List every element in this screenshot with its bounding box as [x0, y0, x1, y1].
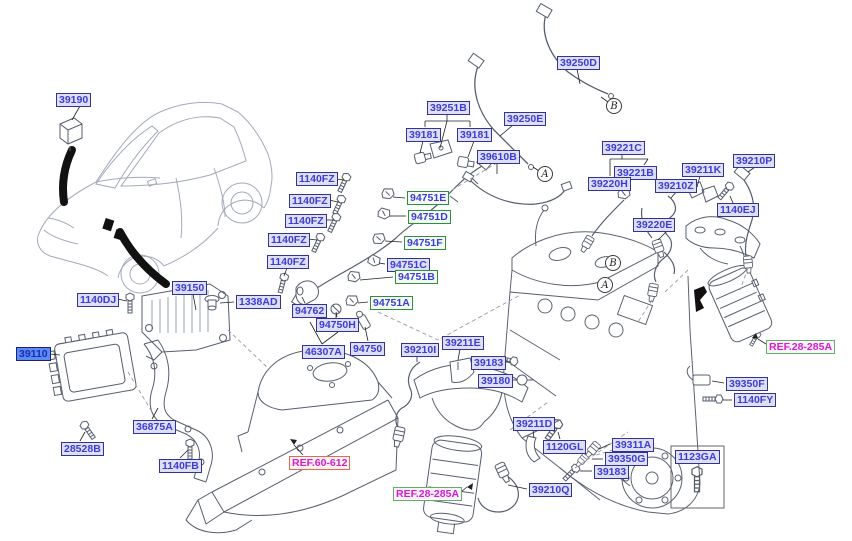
part-label-94762-19[interactable]: 94762: [292, 304, 328, 318]
part-label-39211D-44[interactable]: 39211D: [513, 417, 556, 431]
part-label-94751F-15[interactable]: 94751F: [404, 236, 446, 250]
mount-bracket-drawing: [141, 283, 231, 361]
car-sketch: [37, 101, 273, 294]
engine-drawing: [503, 204, 701, 515]
part-label-39110-4[interactable]: 39110: [16, 347, 51, 361]
part-label-39350G-47[interactable]: 39350G: [605, 452, 649, 466]
part-label-94751D-14[interactable]: 94751D: [408, 210, 451, 224]
leader-lines: [49, 68, 767, 493]
part-label-39180-43[interactable]: 39180: [478, 374, 514, 388]
part-label-1123GA-52[interactable]: 1123GA: [675, 450, 720, 464]
oxygen-sensor-cables-drawing: [390, 164, 755, 513]
part-label-REF28285A-50[interactable]: REF.28-285A: [393, 487, 463, 501]
part-label-28528B-5[interactable]: 28528B: [61, 442, 104, 456]
harness-clips-drawing: [344, 186, 396, 308]
part-label-1140FZ-10[interactable]: 1140FZ: [285, 214, 327, 228]
part-label-39220E-36[interactable]: 39220E: [633, 218, 676, 232]
part-label-39250D-27[interactable]: 39250D: [557, 56, 600, 70]
part-label-39181-25[interactable]: 39181: [457, 128, 493, 142]
relay-drawing: [59, 117, 83, 151]
view-callout-A-1: A: [537, 166, 553, 182]
part-label-36875A-6[interactable]: 36875A: [133, 420, 176, 434]
part-label-REF60612-51[interactable]: REF.60-612: [289, 456, 351, 470]
part-label-39350F-38[interactable]: 39350F: [726, 377, 768, 391]
part-label-1140FZ-8[interactable]: 1140FZ: [296, 172, 338, 186]
part-label-39183-42[interactable]: 39183: [471, 356, 507, 370]
part-label-39181-24[interactable]: 39181: [406, 128, 442, 142]
part-label-94750H-20[interactable]: 94750H: [316, 318, 359, 332]
part-label-1120GL-45[interactable]: 1120GL: [543, 440, 587, 454]
part-label-39210Q-49[interactable]: 39210Q: [529, 483, 573, 497]
part-label-39190-0[interactable]: 39190: [56, 93, 92, 107]
part-label-1140DJ-1[interactable]: 1140DJ: [77, 293, 120, 307]
part-label-39211K-32[interactable]: 39211K: [682, 163, 725, 177]
view-callout-B-0: B: [606, 98, 622, 114]
part-label-REF28285A-37[interactable]: REF.28-285A: [766, 340, 836, 354]
part-label-39221C-29[interactable]: 39221C: [602, 141, 645, 155]
air-duct-drawing: [295, 280, 371, 330]
part-label-39610B-28[interactable]: 39610B: [477, 150, 520, 164]
part-label-39250E-26[interactable]: 39250E: [504, 112, 547, 126]
part-label-1140FB-7[interactable]: 1140FB: [159, 459, 202, 473]
ecu-drawing: [46, 328, 137, 402]
part-label-39210I-40[interactable]: 39210I: [401, 343, 440, 357]
view-callout-A-3: A: [597, 277, 613, 293]
part-label-1140EJ-35[interactable]: 1140EJ: [717, 203, 759, 217]
part-label-1338AD-3[interactable]: 1338AD: [236, 295, 281, 309]
part-label-1140FY-39[interactable]: 1140FY: [734, 393, 777, 407]
part-label-39221B-30[interactable]: 39221B: [614, 166, 657, 180]
ref-arrowheads: [290, 333, 758, 490]
part-label-39150-2[interactable]: 39150: [172, 281, 208, 295]
part-label-1140FZ-11[interactable]: 1140FZ: [268, 233, 310, 247]
part-label-39211E-41[interactable]: 39211E: [442, 336, 484, 350]
part-label-39183-48[interactable]: 39183: [594, 465, 630, 479]
right-exhaust-drawing: [685, 216, 773, 386]
part-label-39311A-46[interactable]: 39311A: [612, 438, 655, 452]
part-label-39210Z-33[interactable]: 39210Z: [655, 179, 697, 193]
part-label-46307A-21[interactable]: 46307A: [302, 345, 345, 359]
part-label-94751A-18[interactable]: 94751A: [370, 296, 413, 310]
part-label-39220H-31[interactable]: 39220H: [588, 177, 631, 191]
part-label-94750-22[interactable]: 94750: [350, 342, 386, 356]
part-label-1140FZ-12[interactable]: 1140FZ: [267, 255, 309, 269]
part-label-39210P-34[interactable]: 39210P: [733, 154, 776, 168]
part-label-94751E-13[interactable]: 94751E: [407, 191, 450, 205]
knock-sensor-cables-drawing: [467, 2, 614, 170]
part-label-39251B-23[interactable]: 39251B: [427, 101, 470, 115]
lower-bracket-drawing: [143, 339, 213, 483]
fastener-reference-box: [670, 445, 725, 509]
camshaft-sensors-drawing: [413, 139, 475, 168]
view-callout-B-2: B: [605, 255, 621, 271]
left-exhaust-drawing: [413, 364, 529, 535]
part-label-1140FZ-9[interactable]: 1140FZ: [289, 194, 331, 208]
fender-apron-drawing: [185, 349, 399, 534]
part-label-94751B-17[interactable]: 94751B: [395, 270, 438, 284]
location-arrows: [59, 146, 170, 288]
grommet-drawing: [204, 295, 220, 311]
